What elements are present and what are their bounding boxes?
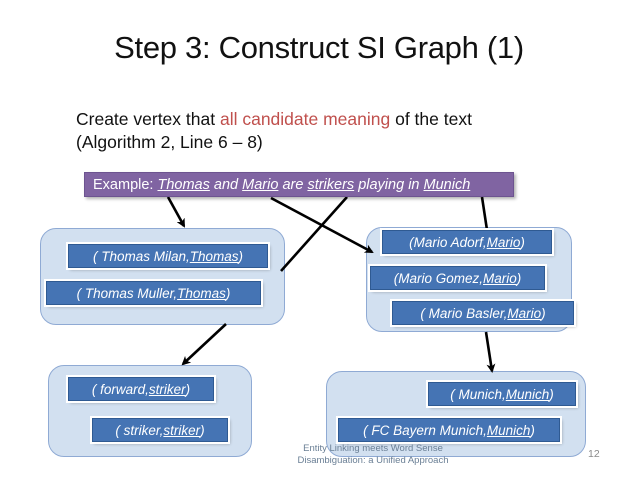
vertex-text-suffix: ) — [520, 234, 525, 250]
vertex-forward-striker: ( forward, striker) — [66, 375, 216, 403]
vertex-text-prefix: ( Thomas Milan, — [92, 248, 190, 264]
example-entity-strikers: strikers — [307, 176, 355, 193]
body-paragraph: Create vertex that all candidate meaning… — [76, 108, 576, 154]
vertex-text-suffix: ) — [530, 422, 535, 438]
footer-line2: Disambiguation: a Unified Approach — [297, 455, 449, 466]
vertex-thomas-milan: ( Thomas Milan, Thomas ) — [66, 242, 270, 270]
footer-line1: Entity Linking meets Word Sense — [303, 443, 443, 454]
example-entity-thomas: Thomas — [157, 176, 210, 193]
vertex-text-prefix: ( Mario Basler, — [420, 305, 508, 321]
vertex-mario-adorf: (Mario Adorf, Mario) — [380, 228, 554, 256]
vertex-text-suffix: ) — [541, 305, 546, 321]
vertex-text-suffix: ) — [549, 386, 554, 402]
vertex-text-prefix: (Mario Gomez, — [393, 270, 483, 286]
vertex-text-prefix: (Mario Adorf, — [409, 234, 487, 250]
vertex-fc-bayern-munich: ( FC Bayern Munich, Munich) — [336, 416, 562, 444]
example-banner: Example: Thomas and Mario are strikers p… — [84, 172, 514, 197]
vertex-mario-basler: ( Mario Basler, Mario) — [390, 299, 576, 327]
example-word-in: in — [408, 176, 420, 193]
vertex-text-prefix: ( forward, — [91, 381, 149, 397]
vertex-text-prefix: ( Thomas Muller, — [76, 285, 178, 301]
footer-note: Entity Linking meets Word Sense Disambig… — [248, 443, 498, 467]
example-label: Example: — [93, 176, 154, 193]
vertex-munich-munich: ( Munich, Munich) — [426, 380, 578, 408]
example-word-and: and — [213, 176, 239, 193]
vertex-text-prefix: ( FC Bayern Munich, — [363, 422, 487, 438]
vertex-text-prefix: ( striker, — [115, 422, 164, 438]
vertex-text-prefix: ( Munich, — [450, 386, 506, 402]
arrow-mario-to-munich — [484, 331, 496, 373]
vertex-text-suffix: ) — [516, 270, 522, 286]
arrow-example-crossing-left — [280, 196, 348, 272]
vertex-mention: Thomas — [177, 285, 226, 301]
vertex-mention: Mario — [483, 270, 517, 286]
vertex-mention: Mario — [507, 305, 542, 321]
vertex-text-suffix: ) — [225, 285, 231, 301]
vertex-mention: striker — [163, 422, 201, 438]
vertex-thomas-muller: ( Thomas Muller, Thomas ) — [44, 279, 263, 307]
example-entity-mario: Mario — [242, 176, 279, 193]
vertex-mention: striker — [148, 381, 186, 397]
vertex-mention: Mario — [486, 234, 521, 250]
vertex-mention: Munich — [486, 422, 531, 438]
body-line2: (Algorithm 2, Line 6 – 8) — [76, 132, 263, 152]
body-line1-after: of the text — [390, 109, 472, 129]
example-word-playing: playing — [358, 176, 405, 193]
vertex-striker-striker: ( striker, striker) — [90, 416, 230, 444]
example-entity-munich: Munich — [423, 176, 471, 193]
vertex-text-suffix: ) — [238, 248, 244, 264]
vertex-text-suffix: ) — [200, 422, 205, 438]
page-title: Step 3: Construct SI Graph (1) — [114, 30, 524, 65]
thomas-group-container — [40, 228, 285, 325]
arrow-example-to-munich — [480, 196, 489, 231]
vertex-mario-gomez: (Mario Gomez, Mario) — [368, 264, 547, 292]
vertex-mention: Munich — [505, 386, 550, 402]
example-word-are: are — [282, 176, 304, 193]
arrow-example-to-thomas — [166, 196, 186, 228]
vertex-mention: Thomas — [189, 248, 239, 264]
page-number: 12 — [588, 448, 600, 460]
vertex-text-suffix: ) — [185, 381, 191, 397]
arrow-thomas-to-striker — [181, 323, 227, 366]
arrow-example-to-mario — [270, 196, 374, 254]
body-line1-accent: all candidate meaning — [219, 109, 391, 129]
body-line1-before: Create vertex that — [76, 109, 220, 129]
